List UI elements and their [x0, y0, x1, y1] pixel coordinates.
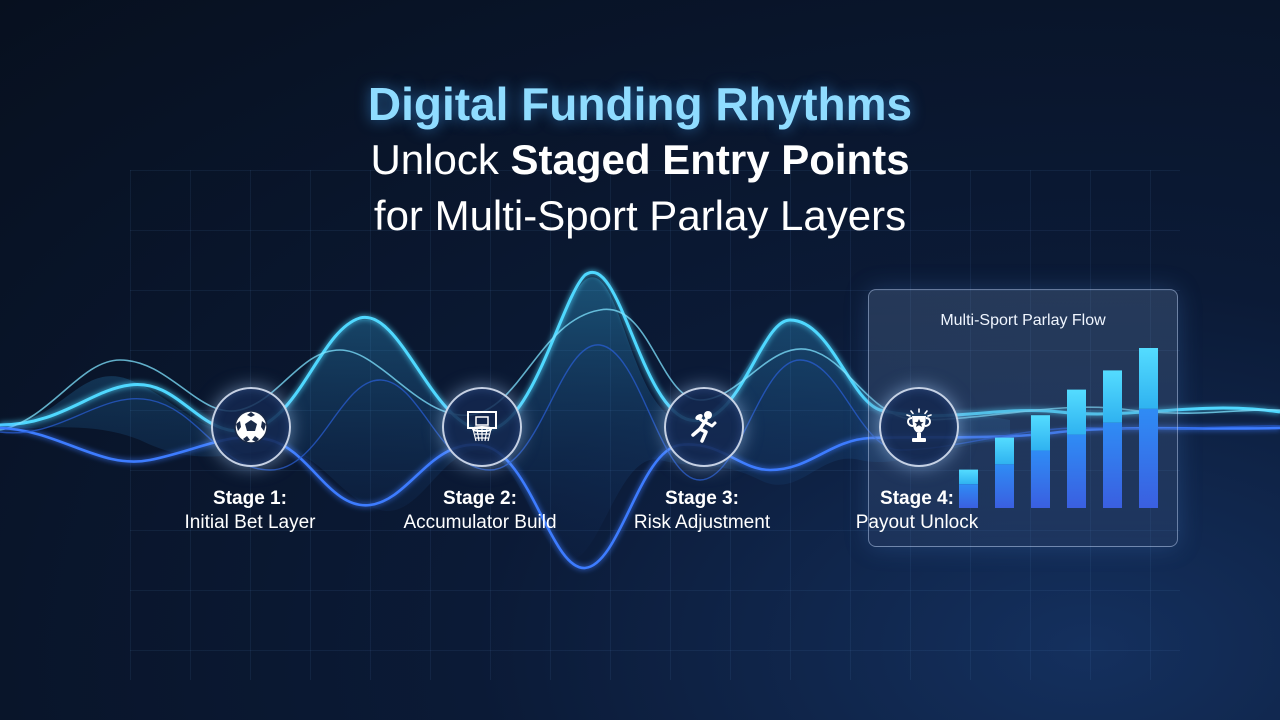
stage-4-node: [879, 387, 959, 467]
headline: Digital Funding Rhythms Unlock Staged En…: [0, 76, 1280, 244]
parlay-bar-bottom: [1031, 450, 1050, 508]
parlay-bar-bottom: [1139, 408, 1158, 508]
parlay-bar-bottom: [1103, 422, 1122, 508]
stage-2-label: Stage 2: Accumulator Build: [380, 487, 580, 535]
headline-line-2: Unlock Staged Entry Points: [0, 132, 1280, 188]
trophy-icon: [906, 408, 932, 442]
headline-line-2-strong: Staged Entry Points: [510, 136, 910, 183]
stage-1-label: Stage 1: Initial Bet Layer: [150, 487, 350, 535]
parlay-bar-bottom: [959, 484, 978, 508]
stage-4-name: Payout Unlock: [855, 512, 979, 533]
stage-1-number: Stage 1:: [213, 488, 287, 509]
headline-line-2-plain: Unlock: [370, 136, 511, 183]
parlay-bar-top: [1139, 348, 1158, 409]
parlay-bar-top: [959, 469, 978, 485]
football-player-icon: [691, 411, 717, 443]
parlay-bar-top: [995, 437, 1014, 465]
parlay-flow-bars: [959, 348, 1158, 508]
stage-2-name: Accumulator Build: [403, 512, 557, 533]
stage-1-node: [211, 387, 291, 467]
headline-line-1: Digital Funding Rhythms: [367, 78, 913, 130]
stage-3-name: Risk Adjustment: [633, 512, 771, 533]
stage-3-node: [664, 387, 744, 467]
parlay-bar-bottom: [1067, 434, 1086, 508]
parlay-bar-top: [1031, 415, 1050, 451]
basketball-hoop-icon: [467, 411, 497, 442]
stage-3-number: Stage 3:: [665, 488, 739, 509]
stage-3-label: Stage 3: Risk Adjustment: [602, 487, 802, 535]
stage-2-node: [442, 387, 522, 467]
stage-2-number: Stage 2:: [443, 488, 517, 509]
wave-light: [0, 308, 1280, 431]
wave-fill: [0, 277, 1010, 560]
stage-1-name: Initial Bet Layer: [184, 512, 316, 533]
panel-title: Multi-Sport Parlay Flow: [940, 312, 1106, 329]
soccer-ball-icon: [234, 410, 268, 444]
headline-line-3: for Multi-Sport Parlay Layers: [373, 192, 907, 239]
stage-4-label: Stage 4: Payout Unlock: [817, 487, 1017, 535]
stage-4-number: Stage 4:: [880, 488, 954, 509]
parlay-bar-top: [1103, 370, 1122, 423]
parlay-bar-bottom: [995, 464, 1014, 508]
parlay-bar-top: [1067, 389, 1086, 435]
